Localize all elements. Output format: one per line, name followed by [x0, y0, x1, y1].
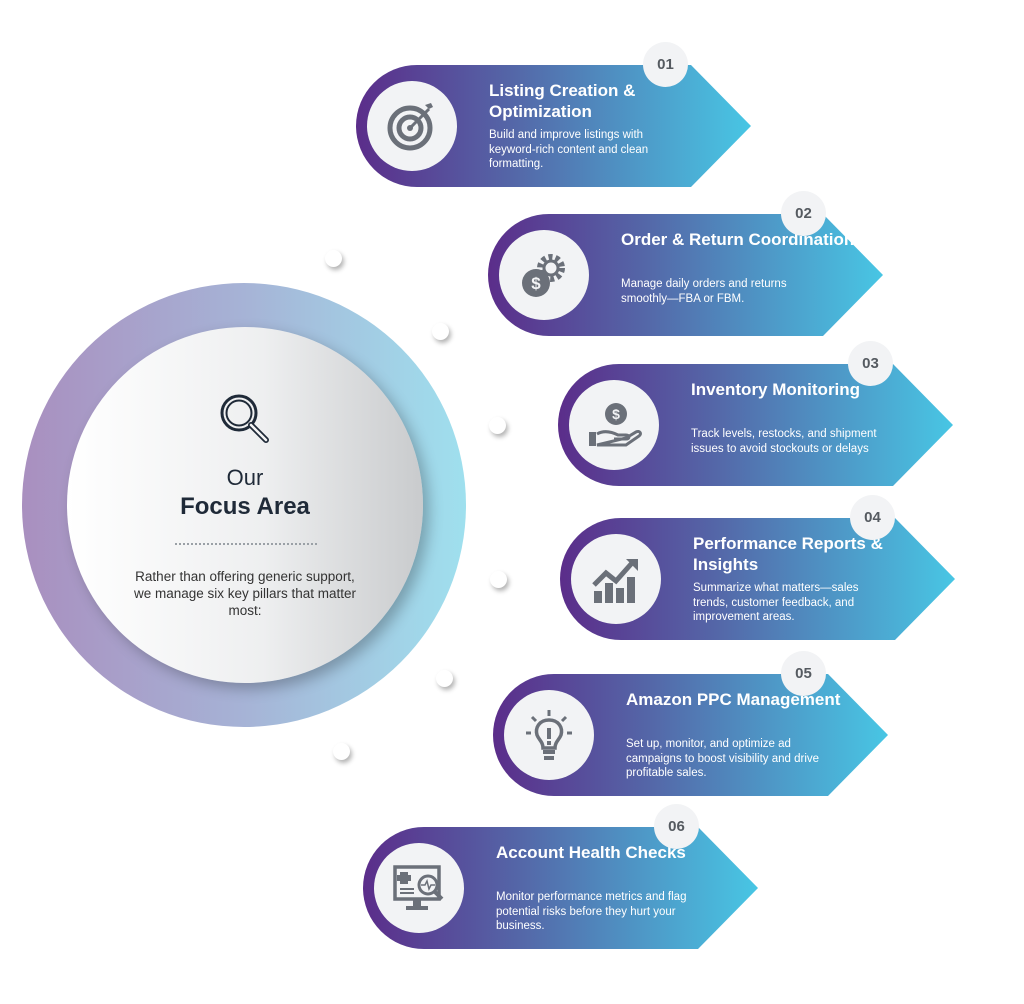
- connector-dot: [432, 323, 449, 340]
- heading-line1: Our: [226, 465, 264, 490]
- connector-dot: [436, 670, 453, 687]
- connector-dot: [489, 417, 506, 434]
- connector-dot: [325, 250, 342, 267]
- pillar-number-badge: 02: [781, 191, 826, 236]
- pillar-title: Order & Return Coordination: [621, 230, 855, 249]
- svg-text:$: $: [612, 406, 620, 422]
- svg-text:$: $: [531, 274, 541, 293]
- hand-coin-icon: $: [569, 380, 659, 470]
- target-icon: [367, 81, 457, 171]
- pillar-number-badge: 06: [654, 804, 699, 849]
- pillar-text: Monitor performance metrics and flag pot…: [496, 891, 687, 932]
- pillar-card-3: $ Inventory Monitoring Track levels, res…: [557, 341, 957, 487]
- pillar-title: Inventory Monitoring: [691, 380, 861, 399]
- pillar-title: Amazon PPC Management: [626, 690, 841, 709]
- pillar-card-6: Account Health Checks Monitor performanc…: [362, 804, 762, 950]
- pillar-card-1: Listing Creation & Optimization Build an…: [355, 42, 755, 188]
- pillar-text: Manage daily orders and returns smoothly…: [621, 278, 787, 305]
- pillar-title: Listing Creation & Optimization: [489, 81, 636, 121]
- pillar-card-5: Amazon PPC Management Set up, monitor, a…: [492, 651, 892, 797]
- pillar-text: Set up, monitor, and optimize ad campaig…: [626, 738, 820, 779]
- focus-circle: Our Focus Area Rather than offering gene…: [67, 327, 423, 683]
- growth-chart-icon: [571, 534, 661, 624]
- pillar-number-badge: 03: [848, 341, 893, 386]
- money-gear-icon: $: [499, 230, 589, 320]
- connector-dot: [490, 571, 507, 588]
- pillar-number-badge: 01: [643, 42, 688, 87]
- connector-dot: [333, 743, 350, 760]
- dotted-divider: [175, 543, 317, 545]
- pillar-number-badge: 05: [781, 651, 826, 696]
- pillar-title: Performance Reports & Insights: [693, 534, 883, 574]
- pillar-text: Build and improve listings with keyword-…: [489, 129, 649, 170]
- pillar-card-2: $ Order & Return Coordination Manage dai…: [487, 191, 887, 337]
- pillar-text: Track levels, restocks, and shipment iss…: [691, 428, 877, 455]
- pillar-card-4: Performance Reports & Insights Summarize…: [559, 495, 959, 641]
- pillar-text: Summarize what matters—sales trends, cus…: [693, 582, 859, 623]
- heading-line2: Focus Area: [180, 493, 310, 520]
- magnifier-icon: [220, 394, 269, 443]
- focus-description: Rather than offering generic support, we…: [133, 569, 357, 618]
- pillar-title: Account Health Checks: [496, 843, 686, 862]
- health-monitor-icon: [374, 843, 464, 933]
- pillar-number-badge: 04: [850, 495, 895, 540]
- lightbulb-icon: [504, 690, 594, 780]
